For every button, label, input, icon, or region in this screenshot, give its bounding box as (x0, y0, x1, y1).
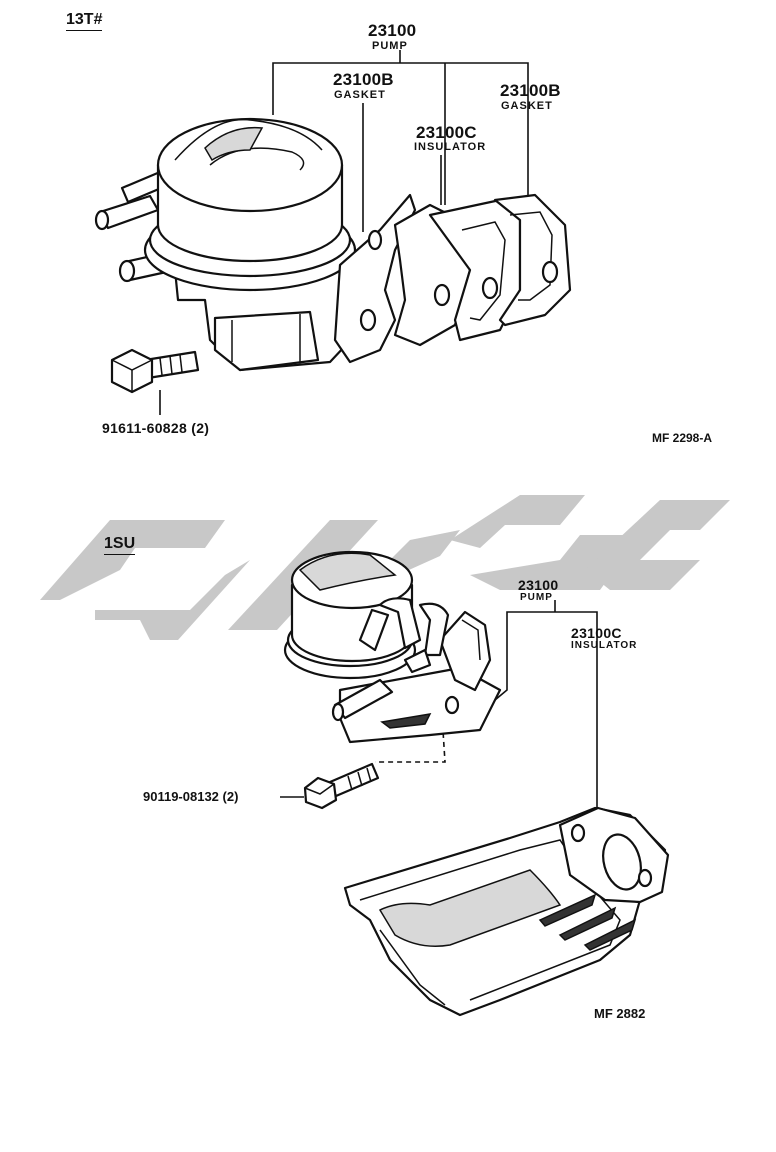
bolt-13t-drawing (110, 348, 200, 394)
pump-number-1su: 23100 (518, 577, 559, 593)
pump-13t-drawing (94, 117, 572, 372)
insulator-name-1su: INSULATOR (571, 640, 638, 651)
pump-name-1su: PUMP (520, 592, 553, 603)
pump-1su-drawing (283, 550, 502, 744)
bolt-label-13t: 91611-60828 (2) (102, 420, 210, 436)
gasket-a-number-13t: 23100B (333, 70, 394, 89)
insulator-number-1su: 23100C (571, 625, 622, 641)
insulator-number-13t: 23100C (416, 123, 477, 142)
model-label-13t: 13T# (66, 12, 103, 31)
gasket-b-number-13t: 23100B (500, 81, 561, 100)
figure-code-13t: MF 2298-A (652, 431, 713, 445)
bolt-1su-drawing (303, 762, 380, 810)
figure-code-1su: MF 2882 (594, 1006, 646, 1021)
bolt-label-1su: 90119-08132 (2) (143, 789, 239, 804)
gasket-b-name-13t: GASKET (501, 100, 553, 112)
insulator-name-13t: INSULATOR (414, 141, 487, 153)
leader-lines-top (159, 50, 529, 415)
model-label-1su: 1SU (104, 536, 136, 555)
leader-lines-bottom (280, 600, 598, 808)
insulator-1su-drawing (343, 806, 670, 1017)
pump-number-13t: 23100 (368, 21, 417, 40)
gasket-a-name-13t: GASKET (334, 89, 386, 101)
pump-name-13t: PUMP (372, 40, 408, 52)
